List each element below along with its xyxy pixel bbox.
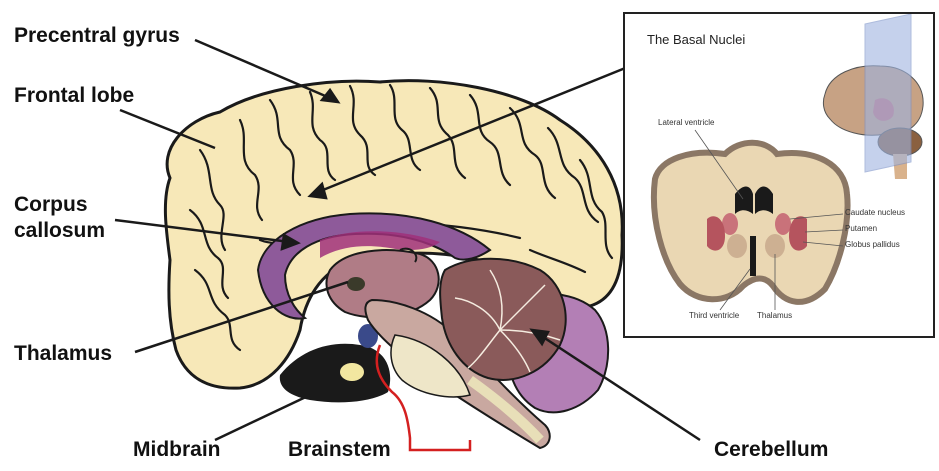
putamen-label: Putamen [845, 224, 877, 233]
corpus-callosum-label-line2: callosum [14, 219, 105, 243]
coronal-plane [865, 14, 911, 172]
brainstem-label: Brainstem [288, 438, 391, 462]
caudate-nucleus-label: Caudate nucleus [845, 208, 905, 217]
midbrain-shape [280, 344, 390, 403]
coronal-section-shape [654, 143, 848, 302]
corpus-callosum-label-line1: Corpus [14, 193, 88, 217]
third-ventricle-label: Third ventricle [689, 311, 739, 320]
lateral-ventricle-label: Lateral ventricle [658, 118, 714, 127]
midbrain-label: Midbrain [133, 438, 221, 462]
basal-nuclei-diagram [625, 14, 933, 336]
thalamus-label: Thalamus [14, 342, 112, 366]
cerebellum-label: Cerebellum [714, 438, 828, 462]
precentral-gyrus-label: Precentral gyrus [14, 24, 180, 48]
globus-pallidus-label: Globus pallidus [845, 240, 900, 249]
inset-thalamus-label: Thalamus [757, 311, 792, 320]
basal-nuclei-inset: The Basal Nuclei Lateral ventricle Cauda… [623, 12, 935, 338]
frontal-lobe-label: Frontal lobe [14, 84, 134, 108]
